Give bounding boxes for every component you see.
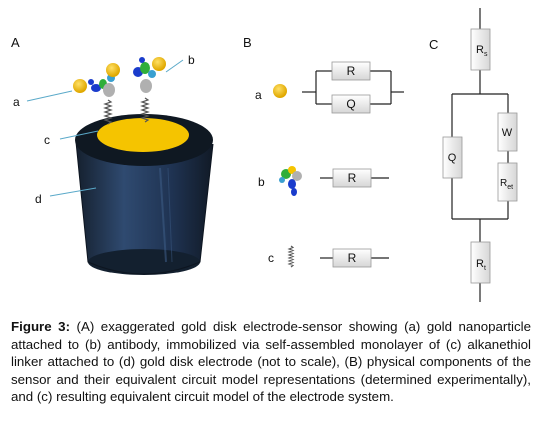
gold-nanoparticle-icon [106,63,120,77]
parallel-rq-circuit [302,70,404,105]
warburg-w-label: W [502,127,513,139]
resistor-ret-box [497,162,518,202]
row-b-label-c: c [268,251,274,265]
figure-caption: Figure 3: (A) exaggerated gold disk elec… [11,318,531,406]
resistor-r-label: R [347,64,356,78]
panel-c: C Rs Q W Ret Rt [429,8,518,302]
row-b-label-a: a [255,88,262,102]
resistor-r-box [332,248,372,268]
caption-label: Figure 3: [11,319,70,334]
resistor-ret-label: Ret [500,178,513,191]
warburg-w-box [497,112,518,152]
gold-nanoparticle-icon [273,84,287,98]
cpe-q-box [442,136,463,179]
panel-a: A [11,35,214,275]
panel-c-label: C [429,37,438,52]
resistor-rt-label: Rt [476,258,486,272]
resistor-r-label: R [348,171,357,185]
cpe-q-label: Q [448,152,457,164]
cpe-q-box [331,94,371,114]
resistor-rs-box [470,28,491,71]
alkanethiol-linker-icon [103,97,150,125]
figure-3-diagram: A [11,8,518,302]
electrode-cylinder [75,114,214,275]
panel-b-label: B [243,35,252,50]
gold-disk-surface [97,118,189,152]
caption-text: (A) exaggerated gold disk electrode-sens… [11,319,531,405]
label-d-electrode: d [35,192,42,206]
resistor-r-label: R [348,251,357,265]
label-b-antibody: b [188,53,195,67]
alkanethiol-linker-icon [287,245,295,268]
row-b-label-b: b [258,175,265,189]
resistor-rs-label: Rs [476,44,488,58]
antibody-icon [133,57,156,93]
label-a-nanoparticle: a [13,95,20,109]
resistor-rt-box [470,241,491,284]
resistor-r-box [332,168,372,188]
antibody-icon [88,74,115,97]
resistor-r-box [331,61,371,81]
panel-b: B a R Q b [243,35,404,268]
leader-lines [26,59,184,197]
equivalent-circuit-wires [451,8,509,302]
panel-a-label: A [11,35,20,50]
label-c-linker: c [44,133,50,147]
antibody-icon [279,166,302,196]
gold-nanoparticle-icon [73,79,87,93]
cpe-q-label: Q [346,97,355,111]
gold-nanoparticle-icon [152,57,166,71]
